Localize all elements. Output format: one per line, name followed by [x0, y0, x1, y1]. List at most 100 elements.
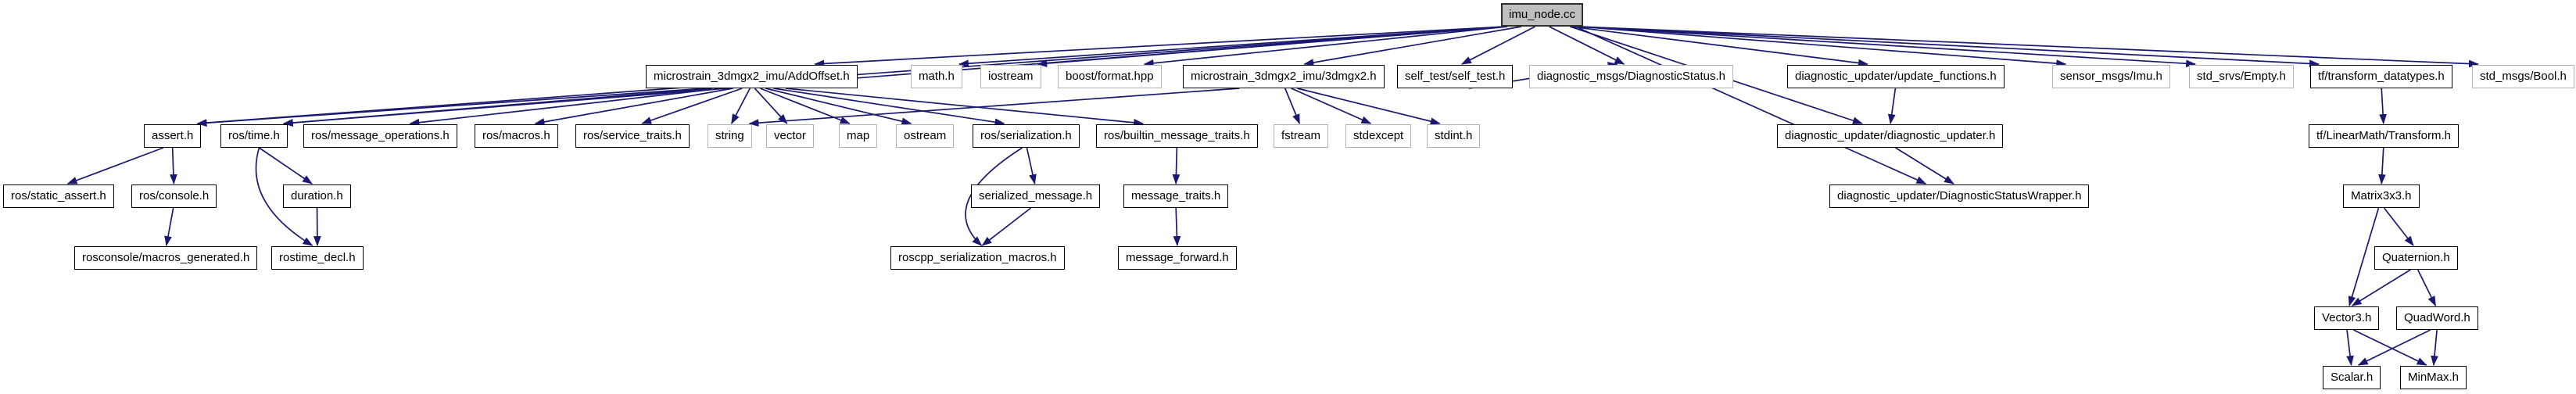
graph-node-vector[interactable]: vector [766, 124, 814, 148]
graph-node-gx2[interactable]: microstrain_3dmgx2_imu/3dmgx2.h [1183, 65, 1385, 88]
include-edge-quaternion-to-quadword [2417, 269, 2437, 306]
include-edge-imu_node-to-empty [1578, 26, 2197, 68]
node-label: map [847, 129, 870, 142]
include-edge-addoffset-to-ostream [765, 88, 912, 125]
graph-node-minmax[interactable]: MinMax.h [2400, 366, 2467, 389]
include-edge-vector3-to-scalar [2346, 329, 2354, 367]
graph-node-vector3[interactable]: Vector3.h [2314, 306, 2380, 330]
node-label: diagnostic_updater/update_functions.h [1795, 70, 1997, 83]
include-edge-imu_node-to-gx2 [1303, 26, 1522, 66]
graph-node-ostream[interactable]: ostream [896, 124, 955, 148]
graph-node-string[interactable]: string [708, 124, 752, 148]
graph-node-builtintraits[interactable]: ros/builtin_message_traits.h [1096, 124, 1258, 148]
node-label: ros/console.h [139, 189, 210, 202]
graph-node-iostream[interactable]: iostream [980, 65, 1041, 88]
graph-node-fstream[interactable]: fstream [1274, 124, 1329, 148]
graph-node-rostime[interactable]: ros/time.h [220, 124, 288, 148]
include-edge-gx2-to-fstream [1284, 88, 1301, 125]
graph-node-tfdatatypes[interactable]: tf/transform_datatypes.h [2310, 65, 2452, 88]
node-label: MinMax.h [2408, 371, 2460, 384]
graph-node-quadword[interactable]: QuadWord.h [2396, 306, 2478, 330]
graph-node-serializedmsg[interactable]: serialized_message.h [971, 184, 1101, 208]
include-edge-serialization-to-serializedmsg [1026, 147, 1037, 185]
graph-node-map[interactable]: map [839, 124, 878, 148]
graph-node-empty[interactable]: std_srvs/Empty.h [2189, 65, 2294, 88]
node-label: microstrain_3dmgx2_imu/AddOffset.h [654, 70, 850, 83]
graph-node-rosmacros[interactable]: ros/macros.h [475, 124, 558, 148]
include-edge-imu_node-to-tfdatatypes [1578, 26, 2320, 68]
node-label: self_test/self_test.h [1405, 70, 1506, 83]
node-label: ros/service_traits.h [583, 129, 682, 142]
node-label: Matrix3x3.h [2351, 189, 2412, 202]
include-edge-addoffset-to-rostime [282, 88, 712, 127]
node-label: std_srvs/Empty.h [2197, 70, 2286, 83]
graph-node-servicetraits[interactable]: ros/service_traits.h [575, 124, 690, 148]
graph-node-assert[interactable]: assert.h [144, 124, 202, 148]
include-edge-rostime-to-duration [258, 147, 313, 184]
graph-node-imumsg[interactable]: sensor_msgs/Imu.h [2052, 65, 2170, 88]
include-edge-gx2-to-stdexcept [1291, 88, 1372, 124]
graph-node-boolmsg[interactable]: std_msgs/Bool.h [2472, 65, 2574, 88]
include-edge-gx2-to-stdint [1297, 88, 1441, 125]
include-edge-addoffset-to-assert [196, 88, 706, 127]
graph-node-addoffset[interactable]: microstrain_3dmgx2_imu/AddOffset.h [646, 65, 858, 88]
node-label: std_msgs/Bool.h [2480, 70, 2567, 83]
node-label: imu_node.cc [1509, 8, 1576, 21]
node-label: ros/message_operations.h [311, 129, 450, 142]
include-edge-imu_node-to-diagstatus [1549, 26, 1625, 65]
graph-node-imu_node[interactable]: imu_node.cc [1501, 3, 1584, 27]
graph-node-staticassert[interactable]: ros/static_assert.h [3, 184, 114, 208]
include-edge-matrix-to-quaternion [2383, 207, 2414, 246]
include-edge-imu_node-to-iostream [1037, 26, 1507, 67]
include-edge-imu_node-to-statuswrapper [1575, 26, 1927, 184]
graph-node-duration[interactable]: duration.h [283, 184, 351, 208]
node-label: rosconsole/macros_generated.h [82, 251, 250, 264]
include-edge-addoffset-to-serialization [773, 88, 1005, 127]
graph-node-serialization[interactable]: ros/serialization.h [973, 124, 1080, 148]
node-label: QuadWord.h [2404, 311, 2470, 324]
include-edge-quaternion-to-vector3 [2351, 269, 2411, 306]
include-edge-addoffset-to-vector [754, 88, 788, 124]
graph-node-rostimedecl[interactable]: rostime_decl.h [271, 246, 364, 270]
graph-node-msgtraits[interactable]: message_traits.h [1123, 184, 1229, 208]
node-label: stdint.h [1435, 129, 1473, 142]
graph-node-roscppser[interactable]: roscpp_serialization_macros.h [890, 246, 1065, 270]
graph-node-diagupdater[interactable]: diagnostic_updater/diagnostic_updater.h [1777, 124, 2004, 148]
node-label: duration.h [291, 189, 343, 202]
graph-node-boostformat[interactable]: boost/format.hpp [1058, 65, 1162, 88]
graph-node-selftest[interactable]: self_test/self_test.h [1397, 65, 1514, 88]
node-label: fstream [1281, 129, 1321, 142]
include-edge-builtintraits-to-msgtraits [1172, 147, 1181, 185]
node-label: tf/LinearMath/Transform.h [2316, 129, 2452, 142]
graph-node-updatefns[interactable]: diagnostic_updater/update_functions.h [1787, 65, 2005, 88]
include-edge-gx2-to-string [748, 88, 1240, 127]
node-label: diagnostic_updater/DiagnosticStatusWrapp… [1837, 189, 2082, 202]
include-edge-addoffset-to-msgops [409, 88, 722, 127]
include-edge-quadword-to-minmax [2431, 329, 2438, 367]
include-edge-msgtraits-to-msgforward [1173, 207, 1181, 247]
include-edge-addoffset-to-builtintraits [785, 88, 1145, 127]
graph-node-statuswrapper[interactable]: diagnostic_updater/DiagnosticStatusWrapp… [1829, 184, 2090, 208]
graph-node-diagstatus[interactable]: diagnostic_msgs/DiagnosticStatus.h [1529, 65, 1733, 88]
graph-node-tftransform[interactable]: tf/LinearMath/Transform.h [2309, 124, 2460, 148]
graph-node-console[interactable]: ros/console.h [131, 184, 217, 208]
node-label: vector [774, 129, 806, 142]
graph-node-msgops[interactable]: ros/message_operations.h [303, 124, 457, 148]
graph-node-msgforward[interactable]: message_forward.h [1118, 246, 1237, 270]
graph-node-matrix[interactable]: Matrix3x3.h [2343, 184, 2420, 208]
graph-node-scalar[interactable]: Scalar.h [2323, 366, 2381, 389]
graph-node-stdexcept[interactable]: stdexcept [1345, 124, 1412, 148]
graph-node-quaternion[interactable]: Quaternion.h [2374, 246, 2458, 270]
node-label: message_traits.h [1131, 189, 1221, 202]
include-edge-vector3-to-minmax [2353, 329, 2427, 366]
graph-node-stdint[interactable]: stdint.h [1427, 124, 1481, 148]
include-edge-tftransform-to-matrix [2378, 147, 2386, 185]
include-edge-console-to-rosconsolemacros [164, 207, 174, 247]
include-edge-addoffset-to-rosmacros [534, 88, 733, 126]
graph-node-rosconsolemacros[interactable]: rosconsole/macros_generated.h [74, 246, 258, 270]
include-edge-updatefns-to-diagupdater [1887, 88, 1897, 125]
node-label: Scalar.h [2331, 371, 2374, 384]
graph-node-math[interactable]: math.h [911, 65, 962, 88]
